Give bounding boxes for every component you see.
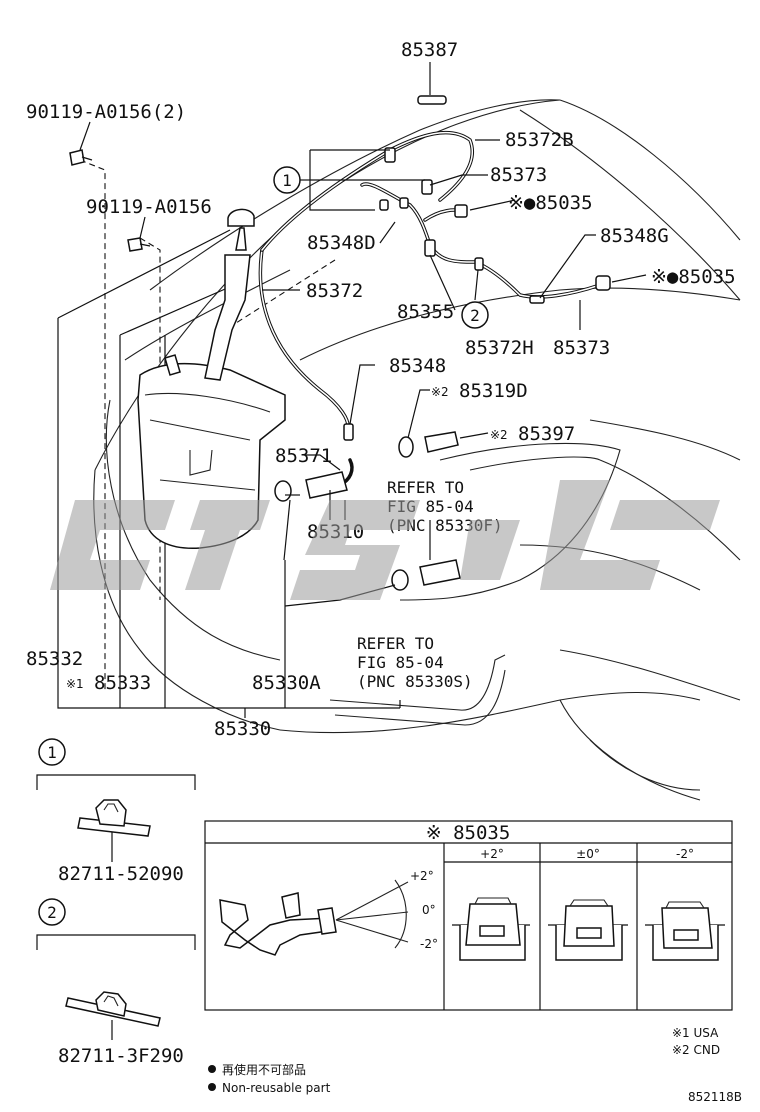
angle-down-label: -2° xyxy=(420,937,438,951)
clip-1-part-number: 82711-52090 xyxy=(58,863,184,885)
angle-up-label: +2° xyxy=(410,869,434,883)
callout-85319D-mark: ※2 xyxy=(431,385,449,399)
legend-cn: 再使用不可部品 xyxy=(222,1062,306,1077)
callout-85330: 85330 xyxy=(214,718,271,740)
nozzle-col-minus2: -2° xyxy=(676,847,694,861)
non-reusable-dot-icon-2 xyxy=(208,1083,216,1091)
note-usa: ※1 USA xyxy=(672,1026,719,1040)
callout-85348: 85348 xyxy=(389,355,446,377)
callout-85372: 85372 xyxy=(306,280,363,302)
watermark-logo xyxy=(50,480,720,600)
circle-marker-1: 1 xyxy=(273,166,301,194)
legend-en: Non-reusable part xyxy=(222,1081,331,1095)
callout-85373-b: 85373 xyxy=(553,337,610,359)
circle-marker-2-text: 2 xyxy=(470,306,480,325)
nozzle-table-title: ※ 85035 xyxy=(426,822,511,844)
nozzle-col-zero: ±0° xyxy=(576,847,600,861)
callout-85397: 85397 xyxy=(518,423,575,445)
refer-85330F-line1: REFER TO xyxy=(387,478,464,497)
callout-85333-mark: ※1 xyxy=(66,677,84,691)
clip-2-number: 2 xyxy=(47,903,57,922)
nozzle-adjustment-table: ※ 85035 +2° ±0° -2° +2° 0° -2° xyxy=(204,820,733,1011)
note-cnd: ※2 CND xyxy=(672,1043,720,1057)
callout-85397-mark: ※2 xyxy=(490,428,508,442)
clip-2-part-number: 82711-3F290 xyxy=(58,1045,184,1067)
gauge-plus2 xyxy=(452,897,530,961)
callout-85371: 85371 xyxy=(275,445,332,467)
bolt-90119-A0156 xyxy=(127,237,151,252)
gauge-zero xyxy=(548,899,628,961)
callout-85319D: 85319D xyxy=(459,380,528,402)
bolt-90119-A0156-2 xyxy=(69,149,93,166)
nozzle-drawing: +2° 0° -2° xyxy=(219,869,438,956)
callout-85372B: 85372B xyxy=(505,129,574,151)
callout-85330A: 85330A xyxy=(252,672,321,694)
callout-90119-A0156-2: 90119-A0156(2) xyxy=(26,101,186,123)
callout-85348G: 85348G xyxy=(600,225,669,247)
refer-85330S-line3: (PNC 85330S) xyxy=(357,672,473,691)
callout-85355: 85355 xyxy=(397,301,454,323)
callout-labels: 85387 90119-A0156(2) 90119-A0156 85372B … xyxy=(26,39,736,740)
callout-85373-a: 85373 xyxy=(490,164,547,186)
callout-85332: 85332 xyxy=(26,648,83,670)
refer-note-85330S: REFER TO FIG 85-04 (PNC 85330S) xyxy=(357,634,473,691)
refer-85330S-line2: FIG 85-04 xyxy=(357,653,444,672)
clip-1-section: 1 82711-52090 xyxy=(36,738,196,885)
connector-parts xyxy=(274,95,611,591)
clip-2-section: 2 82711-3F290 xyxy=(36,898,196,1067)
nozzle-col-plus2: +2° xyxy=(480,847,504,861)
callout-85035-b: ※●85035 xyxy=(651,266,736,288)
callout-85333: 85333 xyxy=(94,672,151,694)
callout-90119-A0156: 90119-A0156 xyxy=(86,196,212,218)
vehicle-body-outline xyxy=(93,99,741,801)
circle-marker-2: 2 xyxy=(461,301,489,329)
diagram-id: 852118B xyxy=(688,1090,742,1104)
non-reusable-dot-icon xyxy=(208,1065,216,1073)
circle-marker-1-text: 1 xyxy=(282,171,292,190)
angle-zero-label: 0° xyxy=(422,903,436,917)
clip-1-number: 1 xyxy=(47,743,57,762)
gauge-minus2 xyxy=(645,901,725,961)
refer-85330S-line1: REFER TO xyxy=(357,634,434,653)
callout-85387: 85387 xyxy=(401,39,458,61)
callout-85372H: 85372H xyxy=(465,337,534,359)
legend: 再使用不可部品 Non-reusable part ※1 USA ※2 CND … xyxy=(208,1026,742,1104)
callout-85348D: 85348D xyxy=(307,232,376,254)
callout-85035-a: ※●85035 xyxy=(508,192,593,214)
